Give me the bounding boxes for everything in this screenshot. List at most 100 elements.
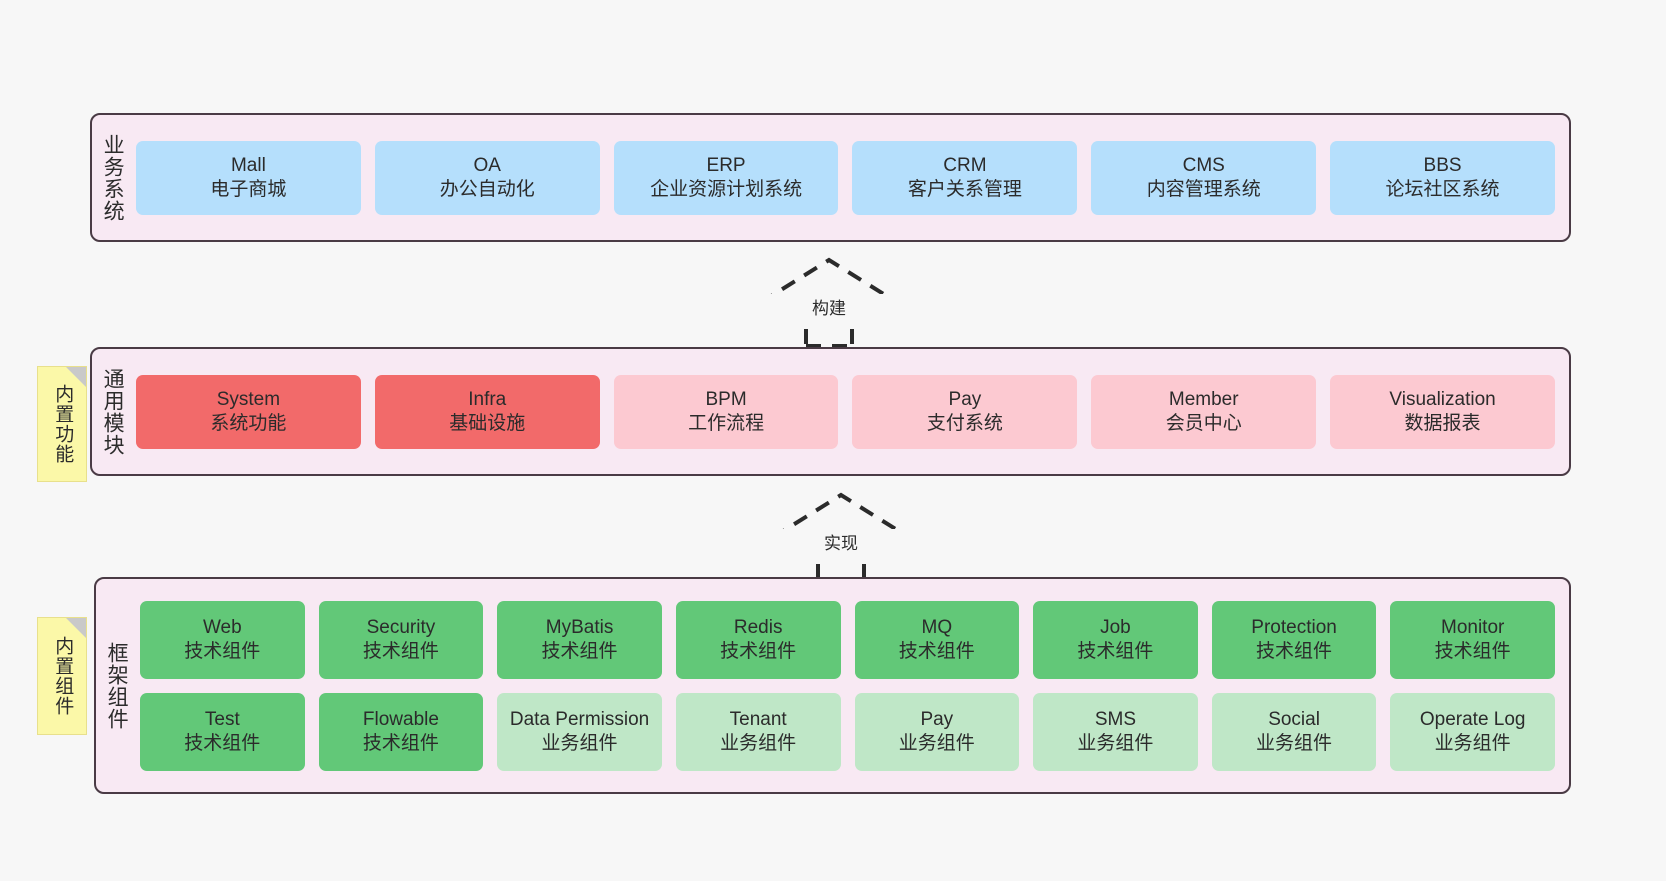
node-subtitle: 数据报表 — [1404, 412, 1481, 434]
node-title: Job — [1100, 617, 1131, 639]
node-subtitle: 企业资源计划系统 — [650, 178, 803, 200]
node-row: Mall 电子商城 OA 办公自动化 ERP 企业资源计划系统 CRM 客户关系… — [136, 140, 1555, 215]
connector-implement-label: 实现 — [770, 529, 912, 554]
node-subtitle: 内容管理系统 — [1146, 178, 1261, 200]
node-monitor[interactable]: Monitor 技术组件 — [1390, 600, 1555, 679]
node-subtitle: 技术组件 — [541, 640, 618, 662]
node-sms[interactable]: SMS 业务组件 — [1033, 692, 1198, 771]
node-oa[interactable]: OA 办公自动化 — [374, 140, 600, 215]
node-flowable[interactable]: Flowable 技术组件 — [318, 692, 484, 771]
node-subtitle: 技术组件 — [362, 640, 439, 662]
node-pay[interactable]: Pay 支付系统 — [852, 374, 1078, 449]
node-title: SMS — [1094, 709, 1137, 731]
connector-build-arrow: 构建 — [758, 257, 900, 348]
node-web[interactable]: Web 技术组件 — [140, 600, 305, 679]
node-title: Member — [1168, 389, 1239, 411]
node-row: Web 技术组件 Security 技术组件 MyBatis 技术组件 Redi… — [140, 600, 1555, 679]
layer-body-business-system: Mall 电子商城 OA 办公自动化 ERP 企业资源计划系统 CRM 客户关系… — [132, 115, 1569, 240]
node-subtitle: 办公自动化 — [439, 178, 535, 200]
node-title: MQ — [921, 617, 953, 639]
node-member[interactable]: Member 会员中心 — [1091, 374, 1317, 449]
node-subtitle: 技术组件 — [184, 732, 261, 754]
node-social[interactable]: Social 业务组件 — [1211, 692, 1377, 771]
node-row: System 系统功能 Infra 基础设施 BPM 工作流程 Pay 支付系统… — [136, 374, 1555, 449]
node-subtitle: 技术组件 — [720, 640, 797, 662]
node-pay-business[interactable]: Pay 业务组件 — [854, 692, 1020, 771]
node-job[interactable]: Job 技术组件 — [1033, 600, 1198, 679]
node-title: Web — [202, 617, 242, 639]
layer-business-system: 业务系统 Mall 电子商城 OA 办公自动化 ERP 企业资源计划系统 CRM… — [90, 113, 1571, 242]
layer-common-module: 通用模块 System 系统功能 Infra 基础设施 BPM 工作流程 Pay… — [90, 347, 1571, 476]
node-title: Pay — [948, 389, 982, 411]
node-subtitle: 业务组件 — [1256, 732, 1333, 754]
node-subtitle: 技术组件 — [362, 732, 439, 754]
node-data-permission[interactable]: Data Permission 业务组件 — [497, 692, 662, 771]
node-title: Monitor — [1441, 617, 1505, 639]
connector-build-label: 构建 — [758, 294, 900, 319]
note-builtin-component: 内置组件 — [37, 617, 87, 735]
node-subtitle: 工作流程 — [688, 412, 765, 434]
node-protection[interactable]: Protection 技术组件 — [1211, 600, 1377, 679]
layer-framework-component: 框架组件 Web 技术组件 Security 技术组件 MyBatis 技术组件… — [94, 577, 1571, 794]
node-title: Tenant — [729, 709, 787, 731]
node-mall[interactable]: Mall 电子商城 — [136, 140, 361, 215]
node-system[interactable]: System 系统功能 — [136, 374, 361, 449]
node-cms[interactable]: CMS 内容管理系统 — [1091, 140, 1317, 215]
node-title: Test — [204, 709, 240, 731]
node-title: BBS — [1423, 155, 1462, 177]
node-title: Flowable — [362, 709, 439, 731]
node-title: Mall — [230, 155, 266, 177]
node-title: System — [216, 389, 281, 411]
node-title: MyBatis — [545, 617, 614, 639]
node-subtitle: 业务组件 — [720, 732, 797, 754]
node-bpm[interactable]: BPM 工作流程 — [613, 374, 839, 449]
node-row: Test 技术组件 Flowable 技术组件 Data Permission … — [140, 692, 1555, 771]
layer-label-common-module: 通用模块 — [101, 367, 125, 456]
node-subtitle: 论坛社区系统 — [1385, 178, 1500, 200]
node-title: Pay — [920, 709, 954, 731]
node-title: BPM — [705, 389, 747, 411]
node-mybatis[interactable]: MyBatis 技术组件 — [497, 600, 662, 679]
node-title: Data Permission — [509, 709, 650, 731]
note-fold-corner-icon — [66, 618, 86, 638]
node-title: CMS — [1182, 155, 1225, 177]
connector-implement-arrow: 实现 — [770, 492, 912, 583]
layer-label-framework-component: 框架组件 — [105, 641, 129, 730]
node-operate-log[interactable]: Operate Log 业务组件 — [1390, 692, 1555, 771]
node-redis[interactable]: Redis 技术组件 — [675, 600, 841, 679]
node-title: Social — [1268, 709, 1320, 731]
node-visualization[interactable]: Visualization 数据报表 — [1330, 374, 1555, 449]
node-subtitle: 系统功能 — [210, 412, 287, 434]
node-subtitle: 支付系统 — [926, 412, 1003, 434]
node-title: Security — [366, 617, 436, 639]
node-erp[interactable]: ERP 企业资源计划系统 — [613, 140, 839, 215]
layer-label-business-system: 业务系统 — [101, 133, 125, 222]
node-tenant[interactable]: Tenant 业务组件 — [675, 692, 841, 771]
node-subtitle: 业务组件 — [1434, 732, 1511, 754]
node-title: Visualization — [1389, 389, 1496, 411]
node-title: ERP — [706, 155, 746, 177]
node-crm[interactable]: CRM 客户关系管理 — [852, 140, 1078, 215]
node-title: Operate Log — [1419, 709, 1526, 731]
node-subtitle: 技术组件 — [898, 640, 975, 662]
node-subtitle: 技术组件 — [1434, 640, 1511, 662]
node-title: OA — [473, 155, 501, 177]
node-title: CRM — [943, 155, 987, 177]
layer-body-framework-component: Web 技术组件 Security 技术组件 MyBatis 技术组件 Redi… — [136, 579, 1569, 792]
layer-body-common-module: System 系统功能 Infra 基础设施 BPM 工作流程 Pay 支付系统… — [132, 349, 1569, 474]
node-test[interactable]: Test 技术组件 — [140, 692, 305, 771]
node-bbs[interactable]: BBS 论坛社区系统 — [1330, 140, 1555, 215]
node-subtitle: 技术组件 — [184, 640, 261, 662]
node-subtitle: 技术组件 — [1077, 640, 1154, 662]
node-security[interactable]: Security 技术组件 — [318, 600, 484, 679]
node-mq[interactable]: MQ 技术组件 — [854, 600, 1020, 679]
note-fold-corner-icon — [66, 367, 86, 387]
node-infra[interactable]: Infra 基础设施 — [374, 374, 600, 449]
note-label: 内置功能 — [52, 384, 74, 464]
node-title: Infra — [468, 389, 507, 411]
node-subtitle: 业务组件 — [541, 732, 618, 754]
node-subtitle: 客户关系管理 — [907, 178, 1022, 200]
node-title: Protection — [1251, 617, 1337, 639]
node-subtitle: 基础设施 — [449, 412, 526, 434]
